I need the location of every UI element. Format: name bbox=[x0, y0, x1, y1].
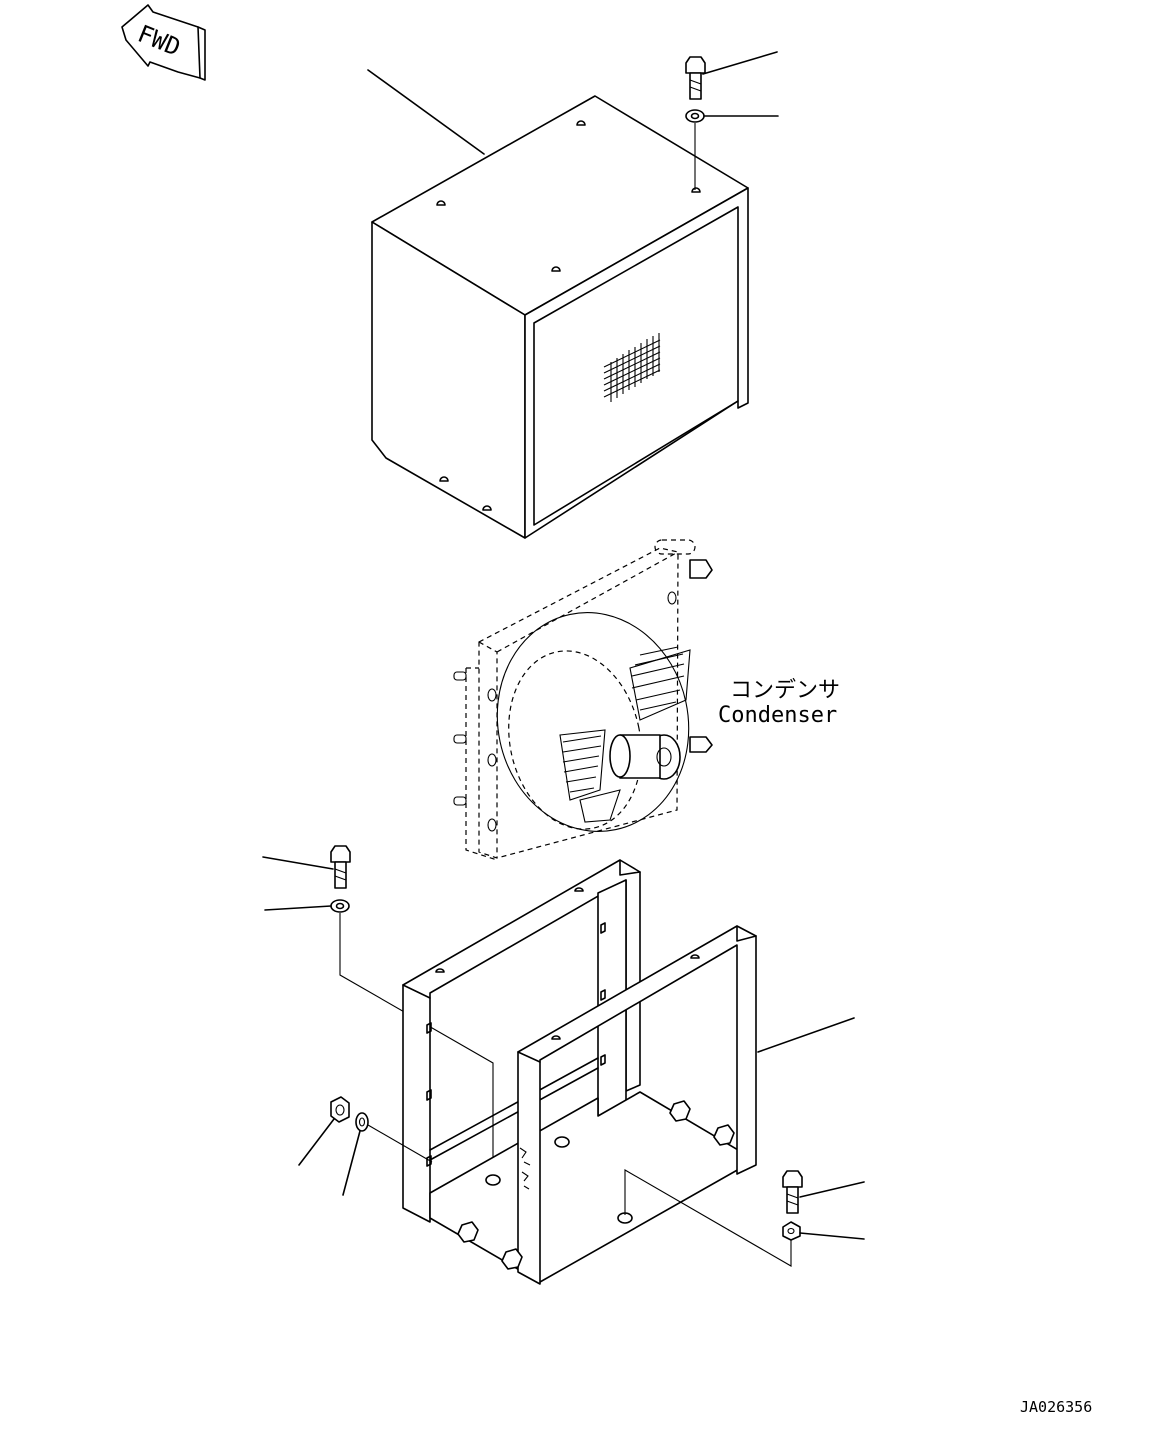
grille-icon bbox=[603, 333, 661, 402]
bolt-icon bbox=[262, 845, 351, 889]
bolt-icon bbox=[782, 1170, 865, 1214]
condenser-label-english: Condenser bbox=[718, 703, 837, 728]
cover-box bbox=[367, 69, 749, 539]
bolt-icon bbox=[685, 51, 778, 100]
washer-icon bbox=[685, 109, 779, 190]
condenser-assembly bbox=[453, 539, 713, 861]
nut-icon bbox=[298, 1096, 350, 1166]
bracket-frame bbox=[402, 859, 855, 1285]
fwd-arrow-icon: FWD bbox=[121, 4, 206, 81]
washer-icon bbox=[342, 1112, 433, 1196]
condenser-label-japanese: コンデンサ bbox=[730, 678, 840, 703]
washer-icon bbox=[624, 1169, 865, 1267]
drawing-number: JA026356 bbox=[1020, 1398, 1092, 1416]
